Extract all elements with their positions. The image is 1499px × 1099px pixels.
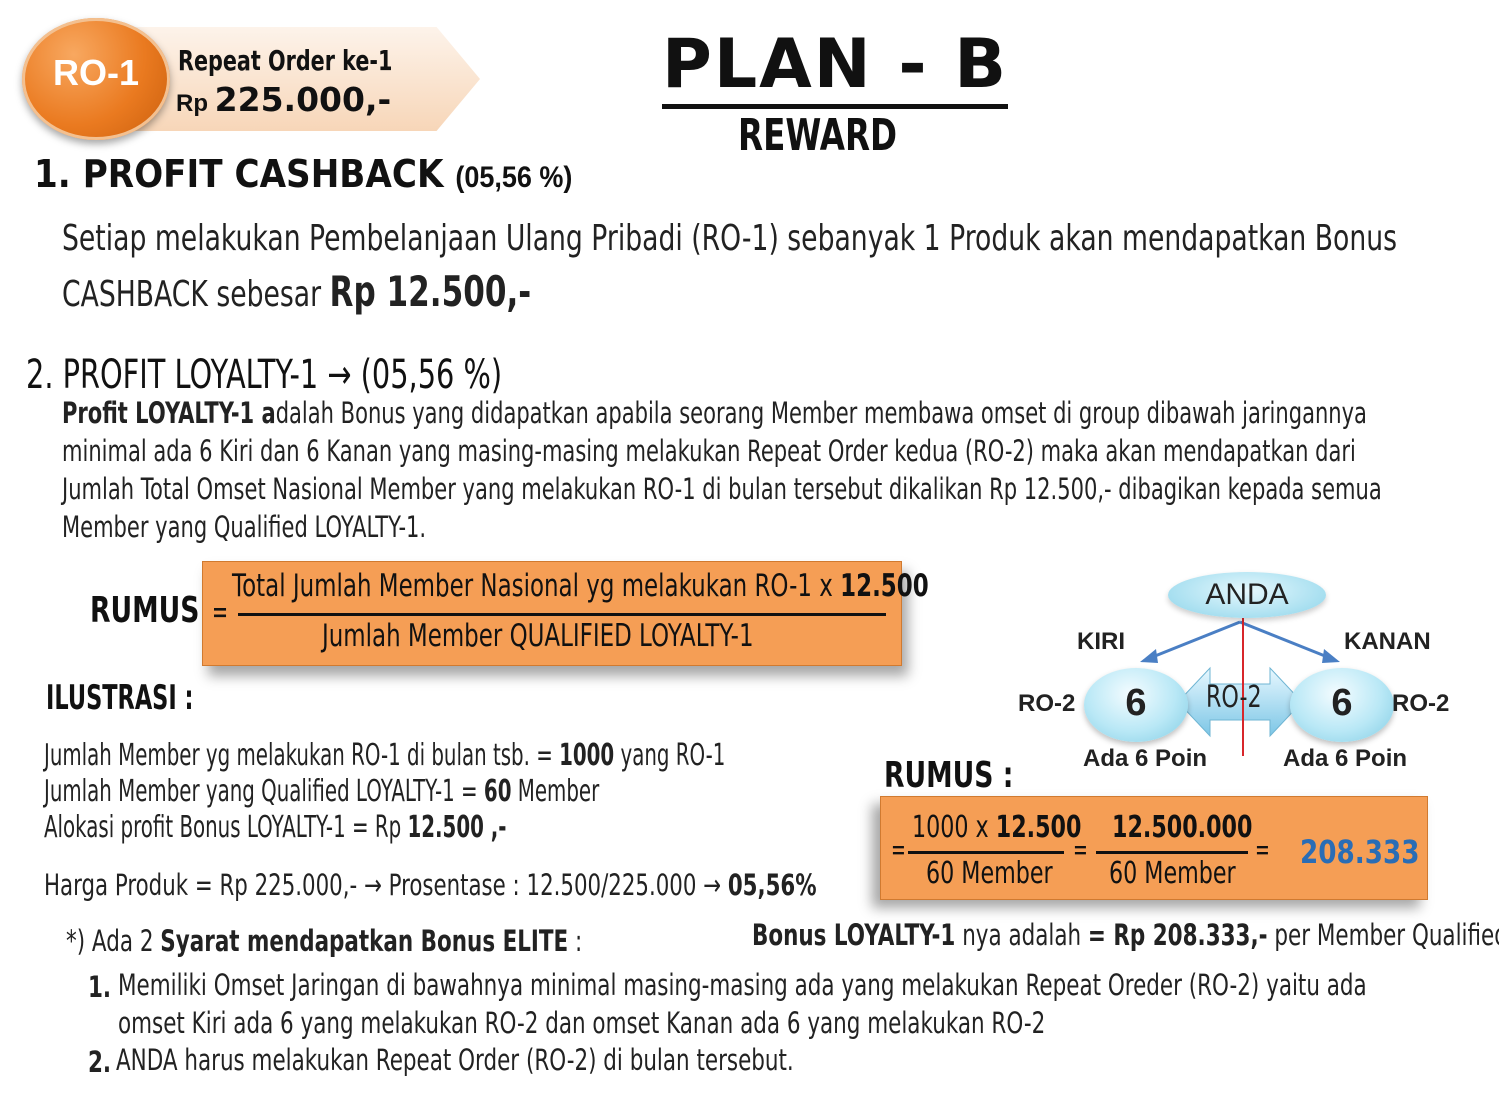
formula2-denominator-2: 60 Member <box>1109 856 1236 891</box>
left-poin-label: Ada 6 Poin <box>1083 745 1208 772</box>
section2-heading: 2. PROFIT LOYALTY-1 → (05,56 %) <box>26 352 503 398</box>
right-node <box>1290 668 1394 742</box>
formula2-equals-2: = <box>1074 838 1087 863</box>
formula1-numerator-value: 12.500 <box>840 568 929 604</box>
formula2-numerator-1-text: 1000 x <box>912 810 996 845</box>
left-node <box>1084 668 1188 742</box>
ilustrasi-row3-unit: ,- <box>483 810 507 845</box>
kanan-label: KANAN <box>1344 628 1431 655</box>
syarat-item1-line2: omset Kiri ada 6 yang melakukan RO-2 dan… <box>118 1006 1046 1040</box>
section2-para-line1: Profit LOYALTY-1 adalah Bonus yang didap… <box>62 396 1367 430</box>
formula1-fraction-line <box>238 613 886 616</box>
ilustrasi-row3-label: Alokasi profit Bonus LOYALTY-1 = Rp <box>44 810 408 845</box>
section2-para-line3: Jumlah Total Omset Nasional Member yang … <box>62 472 1382 506</box>
section2-para-line2: minimal ada 6 Kiri dan 6 Kanan yang masi… <box>62 434 1356 468</box>
section2-para-line1-text: dalah Bonus yang didapatkan apabila seor… <box>275 396 1367 430</box>
ilustrasi-row2: Jumlah Member yang Qualified LOYALTY-1 =… <box>44 774 599 809</box>
formula2-equals-3: = <box>1256 838 1269 863</box>
page-subtitle: REWARD <box>738 110 898 161</box>
badge-code: RO-1 <box>52 52 139 93</box>
badge-price-line: Rp 225.000,- <box>176 80 391 119</box>
formula2-label: RUMUS : <box>884 755 1014 796</box>
section1-heading-text: 1. PROFIT CASHBACK <box>34 152 444 196</box>
right-ro2-label: RO-2 <box>1392 690 1450 717</box>
syarat-heading-bold: Syarat mendapatkan Bonus ELITE <box>160 924 569 958</box>
section2-para-line4: Member yang Qualified LOYALTY-1. <box>62 510 427 544</box>
left-branch-arrowhead <box>1140 649 1158 663</box>
anda-node <box>1168 572 1326 618</box>
section1-percent: (05,56 %) <box>455 161 573 194</box>
badge-currency: Rp <box>176 90 208 117</box>
section2-para-bold: Profit LOYALTY-1 a <box>62 396 276 430</box>
right-node-value: 6 <box>1331 682 1353 724</box>
formula2-fraction-line-2 <box>1096 851 1248 854</box>
left-branch-line <box>1149 620 1241 660</box>
section1-heading: 1. PROFIT CASHBACK (05,56 %) <box>34 152 572 196</box>
right-branch-arrowhead <box>1322 649 1340 663</box>
ilustrasi-row2-label: Jumlah Member yang Qualified LOYALTY-1 = <box>44 774 484 809</box>
badge-arrow-shape <box>118 27 480 131</box>
syarat-heading-prefix: *) Ada 2 <box>66 924 161 958</box>
formula2-denominator-1: 60 Member <box>926 856 1053 891</box>
anda-label: ANDA <box>1205 578 1289 611</box>
syarat-heading-suffix: : <box>568 924 583 958</box>
formula1-numerator-text: Total Jumlah Member Nasional yg melakuka… <box>232 568 841 604</box>
section1-text-line2: CASHBACK sebesar Rp 12.500,- <box>62 267 531 316</box>
formula2-equals-1: = <box>892 838 905 863</box>
page-title: PLAN - B <box>662 28 1009 109</box>
ilustrasi-row1-unit: yang RO-1 <box>614 738 726 773</box>
bonus-amount: = Rp 208.333,- <box>1087 918 1268 952</box>
bonus-end-text: per Member Qualified <box>1267 918 1499 952</box>
formula2-fraction-line-1 <box>908 851 1064 854</box>
formula1-denominator: Jumlah Member QUALIFIED LOYALTY-1 <box>322 618 754 654</box>
formula1-numerator: Total Jumlah Member Nasional yg melakuka… <box>232 568 929 604</box>
formula2-numerator-1: 1000 x 12.500 <box>912 810 1081 845</box>
ilustrasi-row1-value: 1000 <box>559 738 615 773</box>
harga-produk-result: 05,56% <box>727 868 817 902</box>
ilustrasi-row1-label: Jumlah Member yg melakukan RO-1 di bulan… <box>44 738 560 773</box>
center-ro2-label: RO-2 <box>1206 680 1262 715</box>
formula2-numerator-1-value: 12.500 <box>995 810 1082 845</box>
formula1-equals: = <box>213 600 228 627</box>
syarat-item1-number: 1. <box>88 970 112 1004</box>
section1-line2-prefix: CASHBACK sebesar <box>62 274 322 315</box>
section1-text-line1: Setiap melakukan Pembelanjaan Ulang Prib… <box>62 218 1398 259</box>
harga-produk-line: Harga Produk = Rp 225.000,- → Prosentase… <box>44 868 817 902</box>
bonus-loyalty-line: Bonus LOYALTY-1 nya adalah = Rp 208.333,… <box>752 918 1499 952</box>
ilustrasi-row2-value: 60 <box>483 774 512 809</box>
kiri-label: KIRI <box>1077 628 1125 655</box>
badge-circle <box>22 18 170 140</box>
ilustrasi-row3: Alokasi profit Bonus LOYALTY-1 = Rp 12.5… <box>44 810 507 845</box>
syarat-heading: *) Ada 2 Syarat mendapatkan Bonus ELITE … <box>66 924 582 958</box>
formula1-label: RUMUS : <box>90 590 220 631</box>
left-ro2-label: RO-2 <box>1018 690 1076 717</box>
ilustrasi-row2-unit: Member <box>511 774 600 809</box>
bonus-label: Bonus LOYALTY-1 <box>752 918 956 952</box>
formula2-result: 208.333 <box>1300 833 1420 871</box>
cashback-amount: Rp 12.500,- <box>329 267 532 316</box>
harga-produk-text: Harga Produk = Rp 225.000,- → Prosentase… <box>44 868 728 902</box>
formula2-box <box>880 796 1428 900</box>
right-branch-line <box>1239 620 1331 660</box>
syarat-item2-number: 2. <box>88 1045 112 1079</box>
ilustrasi-row1: Jumlah Member yg melakukan RO-1 di bulan… <box>44 738 725 773</box>
syarat-item1-line1: Memiliki Omset Jaringan di bawahnya mini… <box>118 968 1367 1002</box>
left-node-value: 6 <box>1125 682 1147 724</box>
ilustrasi-row3-value: 12.500 <box>407 810 484 845</box>
ilustrasi-heading: ILUSTRASI : <box>46 678 194 718</box>
bonus-mid-text: nya adalah <box>955 918 1088 952</box>
right-poin-label: Ada 6 Poin <box>1283 745 1408 772</box>
badge-repeat-order-label: Repeat Order ke-1 <box>178 44 393 77</box>
formula2-numerator-2: 12.500.000 <box>1112 810 1253 845</box>
badge-price: 225.000,- <box>214 80 392 119</box>
syarat-item2-line1: ANDA harus melakukan Repeat Order (RO-2)… <box>116 1043 794 1077</box>
